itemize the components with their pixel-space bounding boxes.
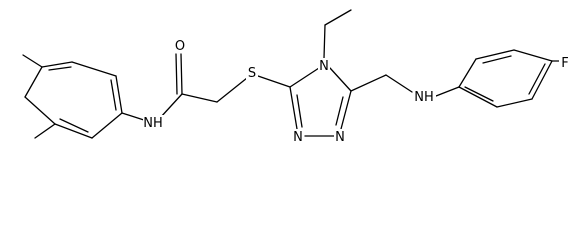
- structure-canvas: O N H S N N N N H F: [22, 9, 571, 145]
- triazole-bond: [289, 86, 298, 130]
- atom-amide-nh: N H: [143, 115, 166, 131]
- amine-aryl-bond: [435, 86, 460, 97]
- triazole-bond: [329, 67, 352, 92]
- molecule-diagram: O N H S N N N N H F: [22, 9, 571, 145]
- sulfur-ring-bond: [257, 75, 291, 88]
- xylyl-ring-bond: [24, 66, 43, 98]
- amine-nitrogen-label: N: [414, 90, 424, 105]
- fluorophenyl-ring-bond: [531, 60, 553, 100]
- ring-nitrogen-right-label: N: [335, 130, 345, 145]
- carbonyl-methylene-bond: [181, 93, 218, 103]
- triazole-bond: [289, 67, 320, 88]
- fluorophenyl-ring-bond: [458, 86, 498, 108]
- nitrogen-carbonyl-bond: [159, 93, 183, 119]
- fluorophenyl-ring-bond: [475, 49, 515, 60]
- fluorophenyl-ring-bond: [496, 98, 533, 108]
- xylyl-aromatic-line: [59, 118, 89, 133]
- ethyl-bond: [323, 24, 326, 59]
- xylyl-ring-bond: [41, 61, 73, 68]
- amine-hydrogen-label: H: [424, 90, 434, 105]
- atom-sulfur: S: [246, 65, 258, 81]
- ring-methylene-bond: [350, 74, 387, 92]
- fluorophenyl-aromatic-line: [528, 63, 546, 95]
- atom-amine-nh: N H: [413, 89, 436, 105]
- fluorophenyl-ring-bond: [513, 49, 553, 62]
- aryl-nitrogen-bond: [121, 112, 148, 122]
- ring-nitrogen-left-label: N: [293, 130, 303, 145]
- xylyl-ring-bond: [54, 123, 93, 139]
- carbonyl-double-bond-b: [175, 53, 178, 95]
- amide-nitrogen-label: N: [143, 116, 153, 131]
- xylyl-ring-bond: [115, 75, 123, 114]
- xylyl-aromatic-line: [110, 79, 117, 111]
- atom-ring-nitrogen-ethyl: N: [318, 58, 330, 74]
- fluorophenyl-aromatic-line: [464, 86, 494, 102]
- atom-ring-nitrogen-left: N: [292, 129, 304, 145]
- xylyl-ring-bond: [91, 112, 123, 139]
- xylyl-ring-bond: [71, 61, 117, 77]
- carbonyl-double-bond-a: [180, 53, 183, 95]
- atom-amide-oxygen: O: [173, 38, 186, 54]
- fluorophenyl-aromatic-line: [482, 55, 512, 64]
- sulfur-label: S: [248, 66, 256, 81]
- methyl-bond: [34, 123, 56, 139]
- amide-hydrogen-label: H: [153, 116, 163, 131]
- fluorophenyl-ring-bond: [458, 58, 477, 88]
- ring-nitrogen-ethyl-label: N: [319, 59, 329, 74]
- amide-oxygen-label: O: [175, 39, 185, 54]
- triazole-inner-double: [296, 94, 303, 128]
- atom-ring-nitrogen-right: N: [334, 129, 346, 145]
- methylene-amine-bond: [385, 74, 413, 93]
- xylyl-ring-bond: [24, 96, 56, 125]
- xylyl-aromatic-line: [48, 66, 72, 71]
- methylene-sulfur-bond: [216, 77, 248, 103]
- triazole-inner-double: [335, 96, 344, 126]
- ethyl-bond: [324, 9, 352, 26]
- triazole-bond: [340, 90, 352, 130]
- atom-fluorine: F: [559, 55, 571, 71]
- bond-layer: [22, 9, 560, 139]
- fluorine-label: F: [561, 56, 568, 71]
- methyl-bond: [22, 54, 43, 68]
